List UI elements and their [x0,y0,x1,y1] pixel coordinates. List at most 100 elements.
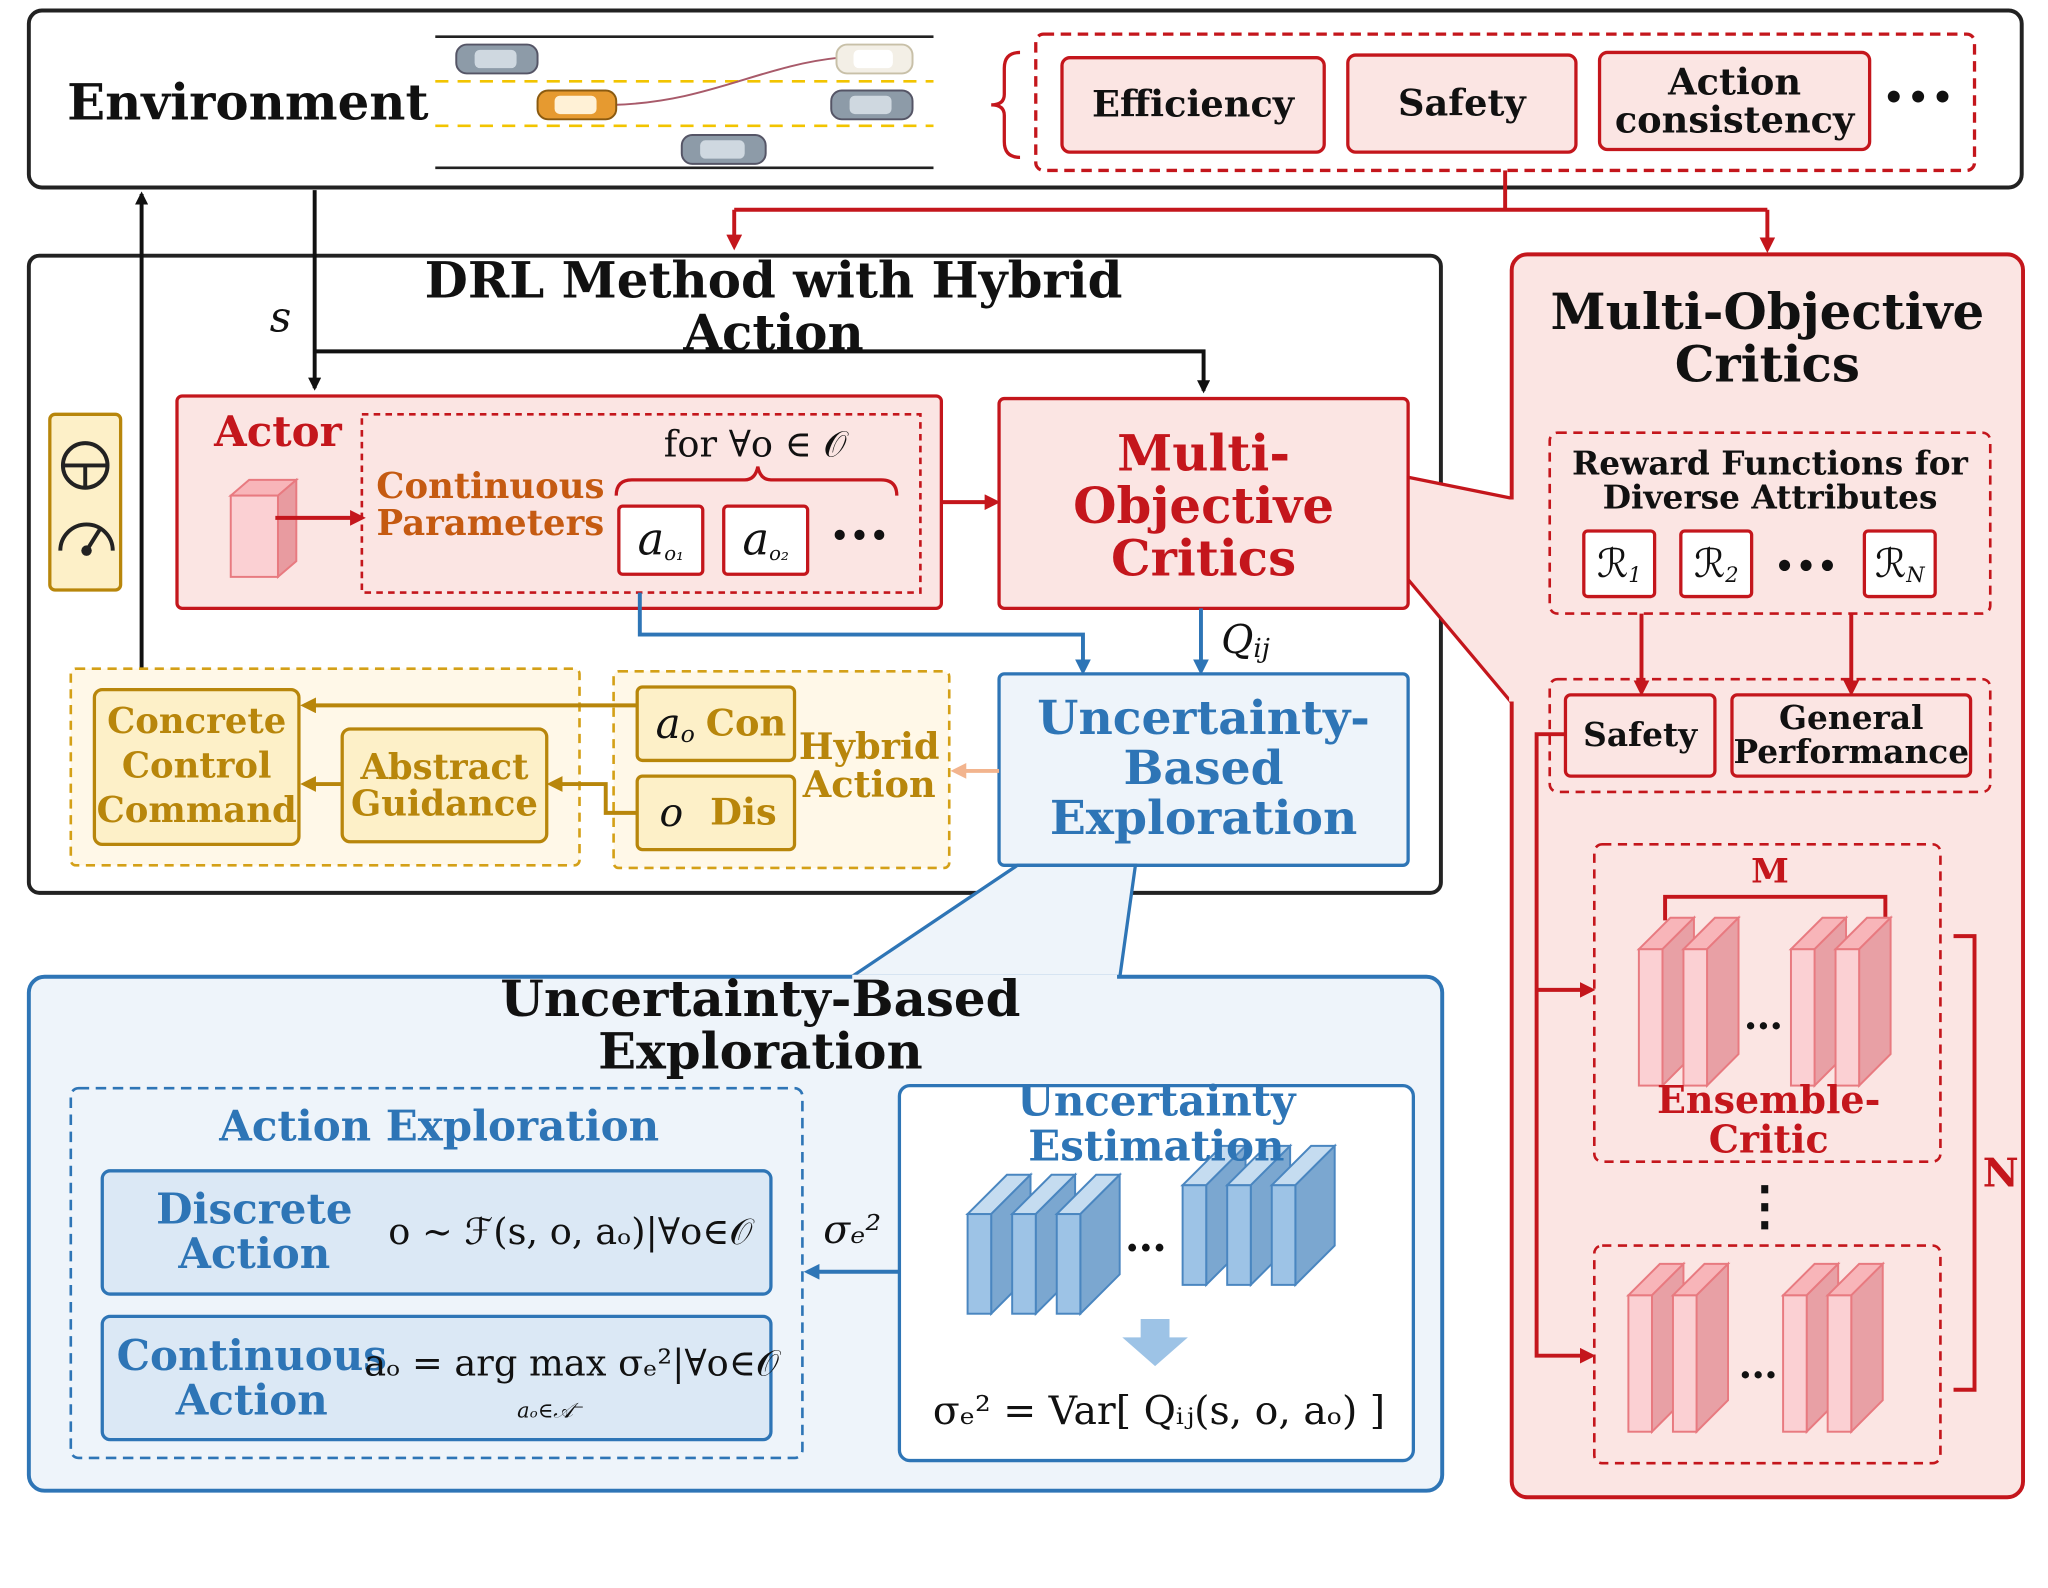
ensemble-dashed-1 [1592,843,1942,1163]
network-layer [1269,1143,1338,1288]
hybrid-action-title: Hybrid Action [798,724,940,807]
reward-n-box [1862,529,1937,599]
objective-safety: Safety [1398,81,1526,125]
network-layer [1780,1261,1841,1435]
steering-wheel-icon [60,441,110,490]
car-icon [830,89,914,121]
action-exploration-title: Action Exploration [219,1101,660,1152]
continuous-action-label: Continuous Action [116,1331,387,1426]
discrete-action-label: Discrete Action [156,1184,353,1279]
network-layer [1180,1143,1248,1288]
concrete-control-box [92,687,301,846]
ensemble-critic-layers [1626,915,1893,1435]
state-symbol: s [269,292,292,343]
abstract-guidance-label: Abstract Guidance [350,746,538,825]
attr-general-box [1730,693,1973,778]
attr-safety-label: Safety [1583,715,1698,754]
actor-title: Actor [214,406,342,457]
uncertainty-estimation-title: Uncertainty Estimation [1017,1076,1296,1171]
car-icon [680,134,767,165]
moc-callout [1406,475,1514,708]
continuous-formula: aₒ = arg max σₑ²|∀o∈𝒪 [364,1341,780,1385]
param-1-symbol: a [637,513,665,567]
speedometer-icon [58,522,115,556]
reward-n-symbol: ℛ [1874,540,1907,587]
actor-network-layer [228,477,299,580]
hybrid-dis-symbol: o [659,789,684,836]
q-symbol: Q [1221,616,1254,663]
ensemble-vdots: ⋮ [1738,1174,1791,1237]
network-layer [1825,1261,1886,1435]
reward-1-box [1582,529,1657,599]
hybrid-con-box [635,685,797,763]
ensemble-critic-label: Ensemble-Critic [1656,1077,1881,1162]
car-icon [455,43,539,75]
vehicle-control-icon-panel [48,412,123,592]
sigma-label: σₑ² [823,1206,882,1253]
reward-dashed [1548,431,1992,615]
objective-consistency-box [1597,50,1872,152]
ensemble-network-layers [965,1143,1338,1317]
hybrid-dis-label: Dis [710,790,777,835]
objective-more-ellipsis: ••• [1882,79,1957,119]
param-2-sub: o₂ [769,541,789,566]
exploration-small-title: Uncertainty-Based Exploration [1037,691,1370,846]
environment-title: Environment [67,72,429,132]
continuous-formula-under: aₒ∈𝒜⁻ [517,1397,585,1423]
objective-efficiency-box [1060,56,1326,154]
continuous-parameters-label: Continuous Parameters [376,466,605,545]
hybrid-con-symbol: a [655,698,681,749]
concrete-control-label: Concrete Control Command [96,701,297,832]
reward-more-ellipsis: ••• [1774,547,1839,586]
moc-panel-title: Multi-Objective Critics [1550,282,1985,394]
continuous-action-box [100,1314,773,1442]
ensemble-1-ellipsis: … [1743,994,1784,1041]
car-icon [536,89,618,121]
param-2-symbol: a [742,513,770,567]
ensemble-2-ellipsis: … [1738,1342,1778,1389]
param-more-ellipsis: ••• [830,519,890,554]
blue-layers-ellipsis: … [1124,1211,1167,1262]
n-label: N [1982,1151,2019,1198]
action-exploration-dashed [69,1086,804,1460]
variance-formula: σₑ² = Var[ Qᵢⱼ(s, o, aₒ) ] [932,1387,1386,1434]
objective-safety-box [1346,53,1578,154]
network-layer [1670,1261,1731,1435]
hybrid-con-label: Con [705,701,787,746]
param-2-box [722,504,810,576]
reward-2-symbol: ℛ [1693,540,1726,587]
m-label: M [1751,852,1789,892]
reward-2-sub: 2 [1725,561,1739,587]
reward-functions-title: Reward Functions for Diverse Attributes [1572,444,1968,517]
ube-panel-title: Uncertainty-Based Exploration [500,969,1021,1081]
objectives-container [1034,32,1977,173]
objectives-brace [991,50,1021,159]
ensemble-dashed-2 [1592,1244,1942,1465]
network-layer [1681,915,1741,1088]
reward-2-box [1679,529,1754,599]
road-illustration [435,35,934,170]
q-sub: ij [1253,631,1270,664]
down-arrow-icon [1122,1318,1188,1367]
objective-action-consistency: Action consistency [1614,59,1855,142]
attr-general-label: General Performance [1733,698,1970,771]
reward-1-sub: 1 [1628,561,1642,587]
discrete-formula: o ~ ℱ(s, o, aₒ)|∀o∈𝒪 [388,1210,753,1254]
moc-small-title: Multi-Objective Critics [1073,423,1335,588]
reward-n-sub: N [1906,561,1925,587]
for-all-label: for ∀o ∈ 𝒪 [663,422,847,466]
discrete-action-box [100,1169,773,1296]
hybrid-con-sub: o [680,720,695,748]
network-layer [1833,915,1893,1088]
reward-1-symbol: ℛ [1596,540,1629,587]
network-layer [1054,1172,1123,1317]
